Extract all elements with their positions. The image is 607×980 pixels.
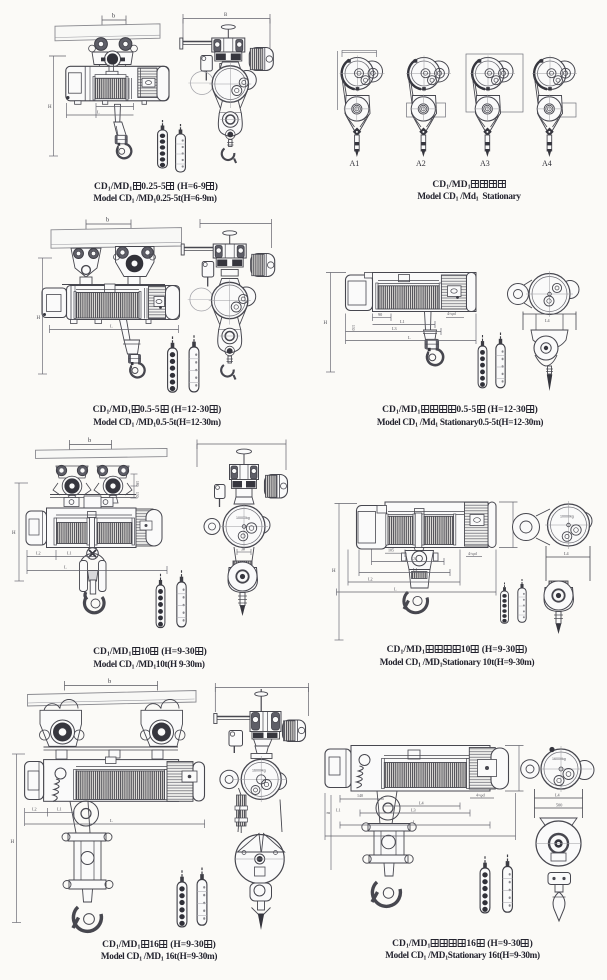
svg-text:4×φd: 4×φd [468,551,477,556]
svg-text:A1: A1 [350,159,360,168]
svg-text:10000kg: 10000kg [236,516,250,520]
svg-text:H: H [332,569,336,574]
svg-text:L2: L2 [36,551,41,556]
svg-text:H: H [37,316,41,321]
svg-text:L4: L4 [419,801,425,806]
svg-text:L3: L3 [392,326,397,331]
svg-text:H: H [11,840,15,845]
svg-text:10000kg: 10000kg [560,515,574,519]
svg-text:4×φd: 4×φd [447,311,456,316]
svg-text:4×φd: 4×φd [476,793,485,798]
svg-text:b: b [108,678,111,685]
svg-text:H: H [12,531,16,536]
svg-text:L: L [413,820,416,825]
svg-text:H: H [48,105,52,110]
svg-text:L1: L1 [67,551,72,556]
svg-text:L4: L4 [564,551,570,556]
svg-text:30: 30 [241,548,245,552]
svg-text:b: b [88,437,91,444]
svg-text:B: B [224,13,228,18]
svg-text:L: L [110,324,113,329]
svg-text:180: 180 [135,481,139,487]
svg-text:L: L [97,110,100,115]
svg-text:16000kg: 16000kg [252,769,266,773]
svg-text:105: 105 [388,548,394,553]
svg-text:90: 90 [378,312,382,317]
svg-text:A2: A2 [416,159,426,168]
svg-text:L: L [64,565,67,570]
svg-text:L: L [394,587,397,592]
svg-text:L: L [110,818,113,823]
svg-text:b: b [112,13,115,20]
svg-text:130: 130 [351,325,355,331]
svg-text:500: 500 [556,803,562,808]
svg-text:L1: L1 [413,567,418,572]
svg-text:b: b [106,217,109,224]
svg-text:L2: L2 [368,577,373,582]
svg-text:L4: L4 [545,318,551,323]
svg-text:130: 130 [135,492,139,498]
svg-text:L3: L3 [411,808,416,813]
svg-text:A4: A4 [542,159,552,168]
svg-text:L: L [408,335,411,340]
svg-text:L1: L1 [336,808,341,813]
svg-text:L1: L1 [400,319,405,324]
svg-text:H: H [324,321,328,326]
svg-text:m: m [327,810,331,815]
svg-text:L4: L4 [555,793,561,798]
svg-text:L1: L1 [57,807,62,812]
svg-text:16000kg: 16000kg [552,757,566,761]
svg-text:L2: L2 [32,807,37,812]
svg-text:A3: A3 [480,159,490,168]
svg-text:140: 140 [357,793,363,798]
svg-text:L3: L3 [411,556,416,561]
